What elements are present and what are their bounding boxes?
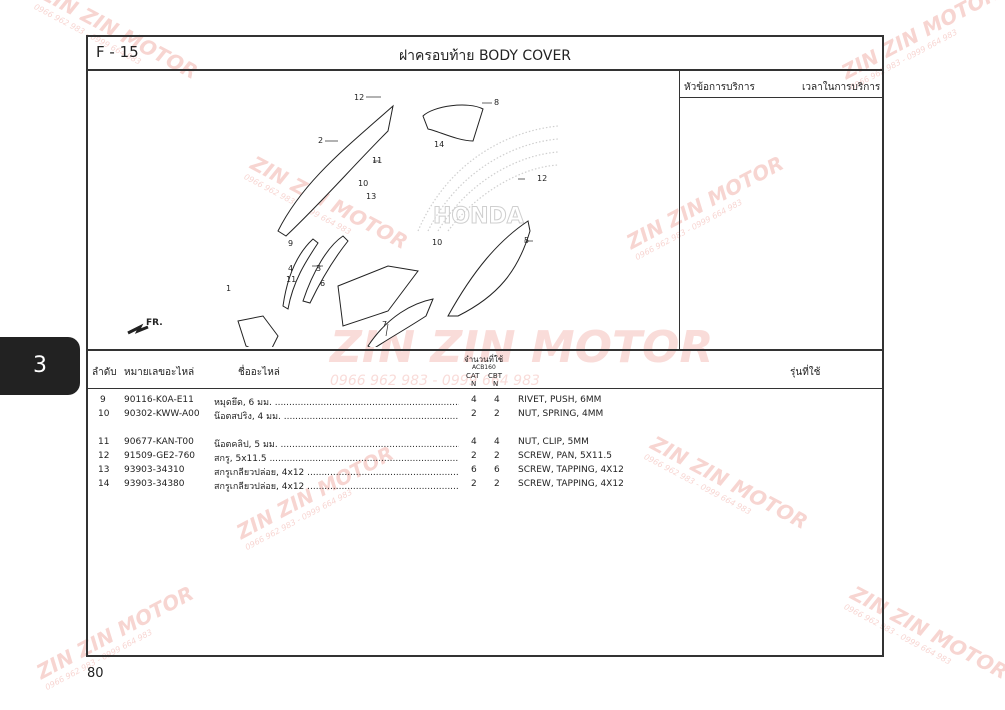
callout-2: 2 xyxy=(318,136,323,145)
col-cat: CAT xyxy=(466,372,480,380)
callout-3: 3 xyxy=(316,264,321,273)
part-7-lower-garnish xyxy=(367,298,434,350)
callout-9: 9 xyxy=(288,239,293,248)
col-part-name: ชื่ออะไหล่ xyxy=(238,367,280,378)
section-code: F - 15 xyxy=(96,43,139,61)
table-row[interactable]: 12 91509-GE2-760 สกรู, 5x11.5 ..........… xyxy=(98,451,612,464)
service-panel: หัวข้อการบริการ เวลาในการบริการ xyxy=(680,71,882,349)
service-time-label: เวลาในการบริการ xyxy=(802,82,881,93)
table-row[interactable]: 11 90677-KAN-T00 น๊อตคลิป, 5 มม. .......… xyxy=(98,437,589,450)
callout-10b: 10 xyxy=(432,238,442,247)
part-4-bracket xyxy=(282,238,319,310)
callout-10: 10 xyxy=(358,179,368,188)
callout-13: 13 xyxy=(366,192,376,201)
table-row[interactable]: 13 93903-34310 สกรูเกลียวปล่อย, 4x12 ...… xyxy=(98,465,624,478)
part-2-side-cover xyxy=(277,104,394,237)
callout-11b: 11 xyxy=(286,275,296,284)
col-models-used: รุ่นที่ใช้ xyxy=(790,367,821,378)
page-number: 80 xyxy=(87,666,104,681)
col-qty: จำนวนที่ใช้ xyxy=(464,355,504,364)
col-index: ลำดับ xyxy=(92,367,117,378)
col-model: ACB160 xyxy=(472,364,496,371)
table-row[interactable]: 9 90116-K0A-E11 หมุดยึด, 6 มม. .........… xyxy=(100,395,602,408)
part-5-rear-side-cover xyxy=(447,220,531,317)
part-1-lower-cover xyxy=(237,315,279,357)
diagram-svg: HONDA FR. xyxy=(127,93,559,357)
part-3-inner-cover xyxy=(302,235,349,304)
callout-4: 4 xyxy=(288,264,293,273)
parts-page-frame: F - 15 ฝาครอบท้าย BODY COVER HONDA xyxy=(86,35,884,657)
callout-8: 8 xyxy=(494,98,499,107)
col-cbt-n: N xyxy=(493,380,499,388)
callout-14: 14 xyxy=(434,140,444,149)
col-cat-n: N xyxy=(471,380,477,388)
front-arrow-icon xyxy=(127,323,149,335)
section-tab[interactable]: 3 xyxy=(0,337,80,395)
part-6-center-cover xyxy=(337,265,419,327)
front-direction-label: FR. xyxy=(146,318,163,328)
service-topic-label: หัวข้อการบริการ xyxy=(684,82,755,93)
callout-11: 11 xyxy=(372,156,382,165)
page-header: F - 15 ฝาครอบท้าย BODY COVER xyxy=(88,37,882,71)
parts-table-body: 9 90116-K0A-E11 หมุดยึด, 6 มม. .........… xyxy=(88,395,882,493)
col-cbt: CBT xyxy=(488,372,502,380)
callout-5: 5 xyxy=(524,236,529,245)
honda-logo-text: HONDA xyxy=(433,204,524,229)
parts-table-header: ลำดับ หมายเลขอะไหล่ ชื่ออะไหล่ จำนวนที่ใ… xyxy=(88,349,882,389)
part-8-tail-cover xyxy=(422,104,484,142)
callout-6: 6 xyxy=(320,279,325,288)
page-title: ฝาครอบท้าย BODY COVER xyxy=(398,48,572,64)
callout-12: 12 xyxy=(354,93,364,102)
table-row[interactable]: 10 90302-KWW-A00 น๊อตสปริง, 4 มม. ......… xyxy=(98,409,604,422)
exploded-diagram: HONDA FR. xyxy=(88,71,680,357)
callout-1: 1 xyxy=(226,284,231,293)
callout-7: 7 xyxy=(382,320,387,329)
col-part-number: หมายเลขอะไหล่ xyxy=(124,367,195,378)
table-row[interactable]: 14 93903-34380 สกรูเกลียวปล่อย, 4x12 ...… xyxy=(98,479,624,492)
service-header: หัวข้อการบริการ เวลาในการบริการ xyxy=(680,71,882,98)
callout-12b: 12 xyxy=(537,174,547,183)
